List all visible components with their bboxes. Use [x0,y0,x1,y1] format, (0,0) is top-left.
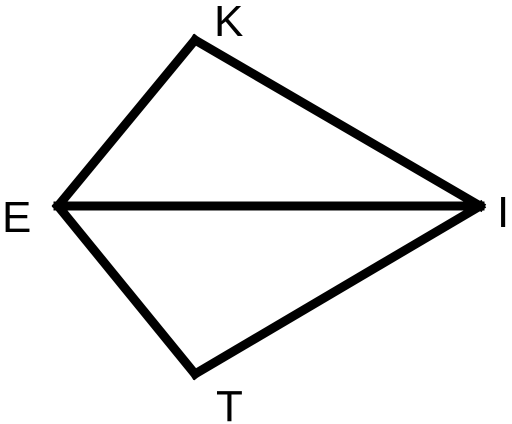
vertex-label-t: T [216,382,243,424]
edge-t-i [188,199,487,381]
edge-k-i [188,33,487,213]
edge-e-k [51,33,202,213]
vertex-label-i: I [497,188,509,237]
vertex-label-k: K [214,0,243,46]
edge-e-t [51,199,202,381]
vertex-label-e: E [2,193,31,242]
